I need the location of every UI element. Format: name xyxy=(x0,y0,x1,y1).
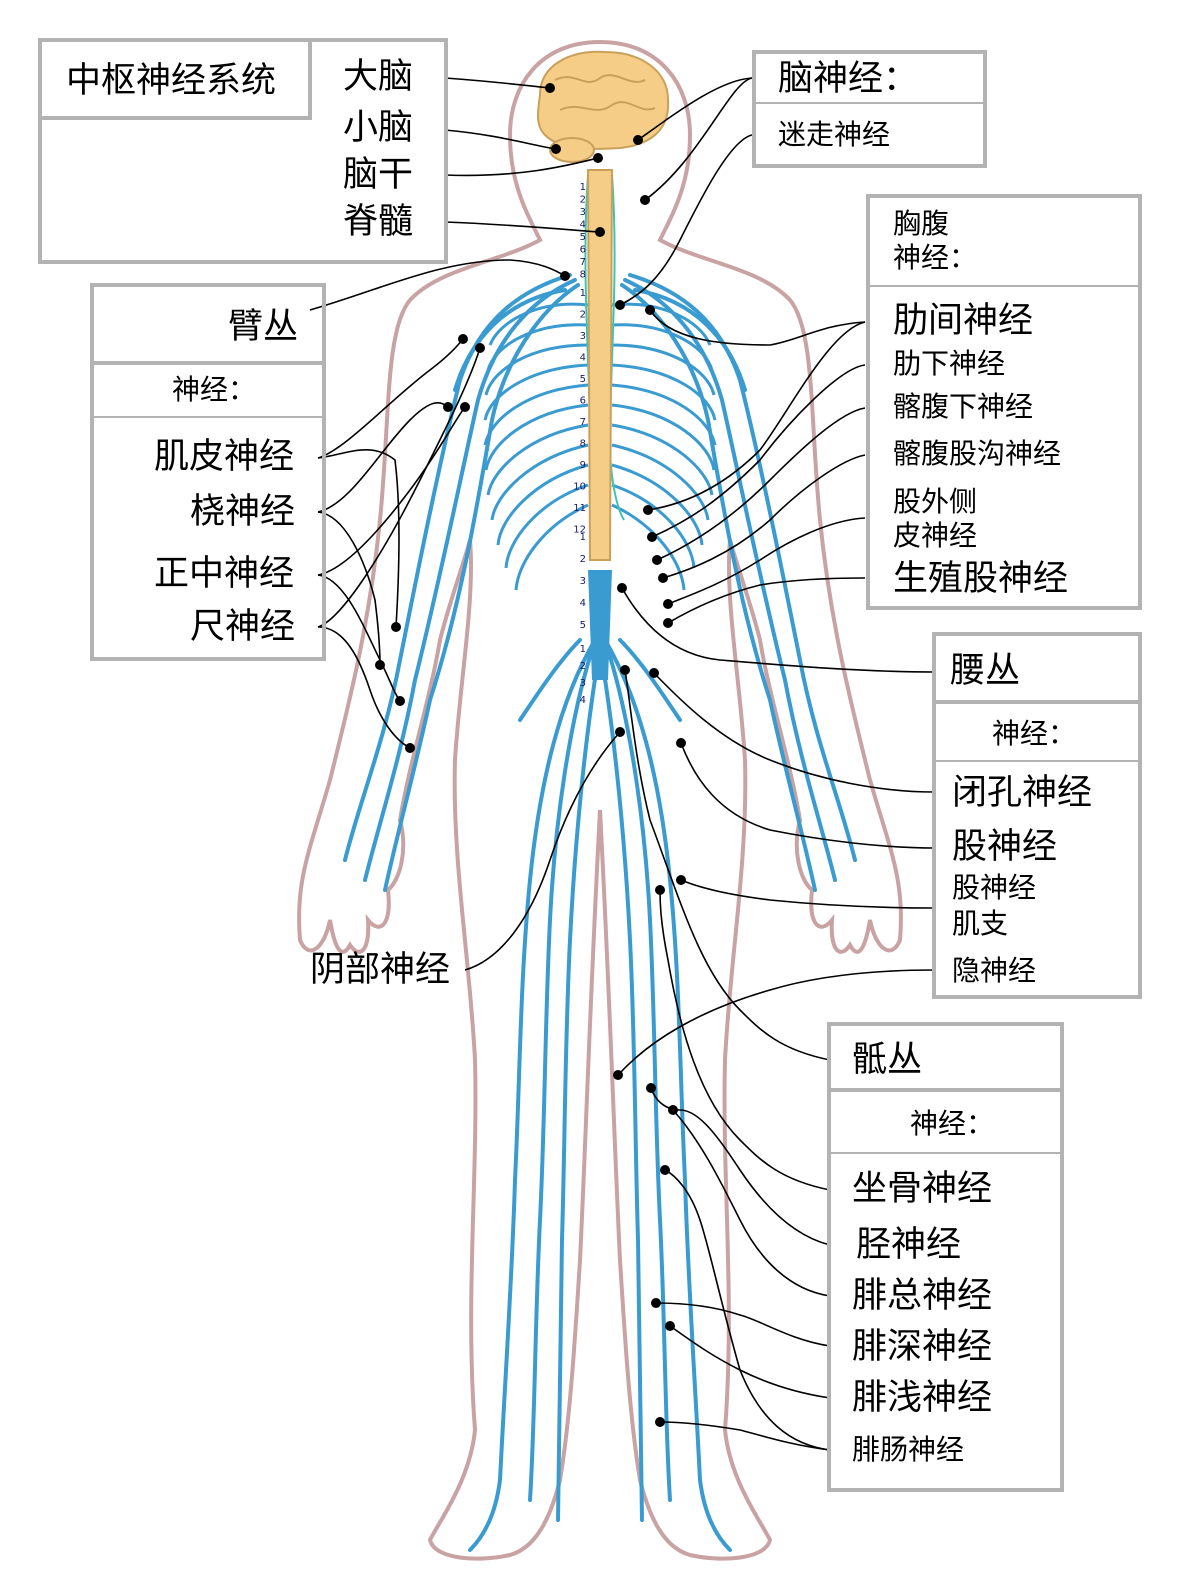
vertebra-number-thoracic-3: 3 xyxy=(580,331,586,342)
vertebra-number-thoracic-7: 7 xyxy=(580,417,586,428)
vertebra-number-cervical-8: 8 xyxy=(580,270,586,281)
brain-illustration xyxy=(537,50,670,163)
vertebra-number-thoracic-4: 4 xyxy=(580,353,586,364)
sacral-divider-1 xyxy=(827,1088,1064,1092)
vertebra-number-cervical-6: 6 xyxy=(580,245,586,256)
brachial-subtitle: 神经： xyxy=(172,373,257,406)
thoracoabdominal-title-2: 神经： xyxy=(893,241,978,274)
vertebra-number-lumbar-1: 1 xyxy=(580,532,586,543)
vertebra-number-sacral-2: 2 xyxy=(580,661,586,672)
label-superficial-fibular-nerve: 腓浅神经 xyxy=(852,1378,993,1418)
vertebra-number-lumbar-2: 2 xyxy=(580,554,586,565)
vertebra-number-thoracic-1: 1 xyxy=(580,288,586,299)
vertebra-number-thoracic-9: 9 xyxy=(580,460,586,471)
label-ilioinguinal-nerve: 髂腹股沟神经 xyxy=(893,437,1062,470)
label-pudendal-nerve: 阴部神经 xyxy=(310,950,451,990)
vertebra-number-cervical-3: 3 xyxy=(580,207,586,218)
sacral-divider-2 xyxy=(827,1152,1064,1154)
vertebra-number-cervical-2: 2 xyxy=(580,195,586,206)
thoracoabdominal-box xyxy=(866,194,1142,610)
label-deep-fibular-nerve: 腓深神经 xyxy=(852,1327,993,1367)
label-tibial-nerve: 胫神经 xyxy=(856,1225,962,1265)
label-cerebellum: 小脑 xyxy=(343,108,414,148)
vertebra-number-thoracic-8: 8 xyxy=(580,439,586,450)
brachial-divider-2 xyxy=(90,416,326,418)
leader-lines xyxy=(309,77,936,1451)
label-musculocutaneous-nerve: 肌皮神经 xyxy=(154,437,295,477)
vertebra-number-cervical-1: 1 xyxy=(580,182,586,193)
label-obturator-nerve: 闭孔神经 xyxy=(952,773,1093,813)
label-common-fibular-nerve: 腓总神经 xyxy=(852,1276,993,1316)
label-subcostal-nerve: 肋下神经 xyxy=(893,347,1006,380)
cns-box xyxy=(38,38,448,264)
sacral-title: 骶丛 xyxy=(852,1040,923,1080)
label-median-nerve: 正中神经 xyxy=(154,554,295,594)
intercostal-nerves xyxy=(483,302,717,591)
vertebra-number-sacral-1: 1 xyxy=(580,644,586,655)
cranial-divider xyxy=(752,102,987,104)
lumbar-divider-2 xyxy=(932,760,1142,762)
vertebra-number-lumbar-5: 5 xyxy=(580,620,586,631)
label-femoral-muscular-2: 肌支 xyxy=(952,907,1009,940)
label-lateral-femoral-1: 股外侧 xyxy=(893,485,978,518)
brachial-title: 臂丛 xyxy=(228,307,299,347)
label-genitofemoral-nerve: 生殖股神经 xyxy=(893,559,1069,599)
cns-title: 中枢神经系统 xyxy=(66,61,277,101)
label-femoral-muscular-1: 股神经 xyxy=(952,871,1037,904)
vertebra-number-cervical-4: 4 xyxy=(580,220,586,231)
vertebra-number-thoracic-11: 11 xyxy=(573,503,586,514)
cranial-box xyxy=(752,50,987,168)
label-saphenous-nerve: 隐神经 xyxy=(952,954,1037,987)
label-brainstem: 脑干 xyxy=(343,155,414,195)
label-cerebrum: 大脑 xyxy=(343,57,414,97)
vertebra-number-sacral-3: 3 xyxy=(580,678,586,689)
label-sural-nerve: 腓肠神经 xyxy=(852,1433,965,1466)
label-sciatic-nerve: 坐骨神经 xyxy=(852,1169,993,1209)
label-spinal-cord: 脊髓 xyxy=(343,202,414,242)
vertebra-number-thoracic-12: 12 xyxy=(573,525,586,536)
vertebra-number-cervical-5: 5 xyxy=(580,232,586,243)
lumbar-title: 腰丛 xyxy=(950,651,1021,691)
lumbar-divider-1 xyxy=(932,700,1142,704)
vertebra-number-lumbar-3: 3 xyxy=(580,576,586,587)
vertebra-number-sacral-4: 4 xyxy=(580,695,586,706)
spinal-cord xyxy=(586,169,614,680)
thoracoabdominal-title-1: 胸腹 xyxy=(893,207,950,240)
label-ulnar-nerve: 尺神经 xyxy=(190,607,296,647)
leader-endpoints xyxy=(375,83,686,1427)
label-lateral-femoral-2: 皮神经 xyxy=(893,519,978,552)
label-iliohypogastric-nerve: 髂腹下神经 xyxy=(893,390,1034,423)
label-femoral-nerve: 股神经 xyxy=(952,827,1058,867)
vertebra-number-cervical-7: 7 xyxy=(580,257,586,268)
cranial-title: 脑神经： xyxy=(778,59,919,99)
lumbar-box xyxy=(932,632,1142,999)
lumbar-subtitle: 神经： xyxy=(992,717,1077,750)
vertebra-number-thoracic-5: 5 xyxy=(580,374,586,385)
vertebra-number-thoracic-2: 2 xyxy=(580,310,586,321)
label-radial-nerve: 桡神经 xyxy=(190,492,296,532)
sacral-subtitle: 神经： xyxy=(910,1107,995,1140)
sacral-box xyxy=(827,1022,1064,1492)
brachial-divider-1 xyxy=(90,361,326,365)
vertebra-number-thoracic-6: 6 xyxy=(580,396,586,407)
thoracoabdominal-divider xyxy=(866,285,1142,287)
label-vagus-nerve: 迷走神经 xyxy=(778,118,891,151)
label-intercostal-nerves: 肋间神经 xyxy=(893,301,1034,341)
brachial-box xyxy=(90,283,326,661)
vertebra-number-lumbar-4: 4 xyxy=(580,598,586,609)
peripheral-nerves xyxy=(343,273,857,1552)
cns-title-box xyxy=(38,38,312,120)
vertebra-number-thoracic-10: 10 xyxy=(573,482,586,493)
